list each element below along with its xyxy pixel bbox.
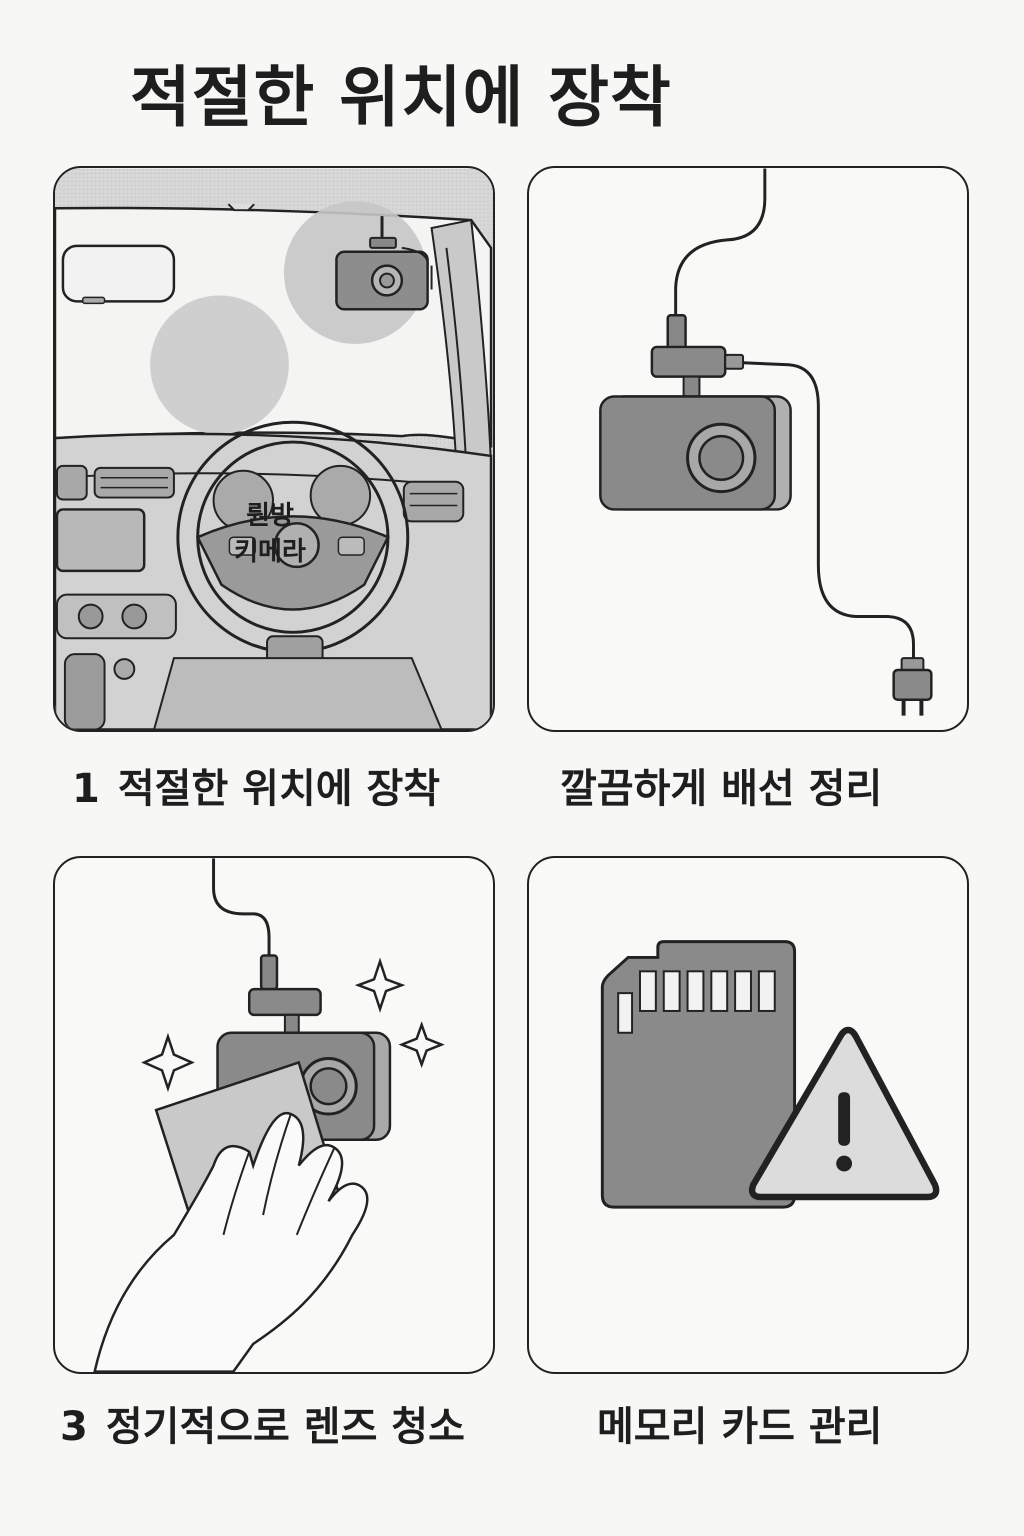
caption-mounting: 1 적절한 위치에 장착 bbox=[72, 764, 440, 814]
panel-lens-cleaning bbox=[53, 856, 495, 1374]
caption-lens-cleaning: 3 정기적으로 렌즈 청소 bbox=[60, 1402, 465, 1452]
caption-number: 3 bbox=[60, 1404, 88, 1450]
sparkle-icon bbox=[141, 957, 445, 1093]
wiring-illustration bbox=[599, 168, 933, 716]
caption-wiring: 깔끔하게 배선 정리 bbox=[560, 764, 882, 814]
bubble-label-line2: 키메라 bbox=[234, 537, 306, 567]
plug-icon bbox=[892, 657, 933, 716]
caption-text: 메모리 카드 관리 bbox=[597, 1404, 883, 1450]
panel-memory-card bbox=[527, 856, 969, 1374]
hand-icon bbox=[93, 1111, 369, 1372]
caption-memory-card: 메모리 카드 관리 bbox=[597, 1402, 882, 1452]
panel-mounting: 뤈방 키메라 bbox=[53, 166, 495, 732]
memory-card-illustration bbox=[600, 940, 940, 1209]
dashcam-icon bbox=[335, 216, 433, 311]
front-camera-bubble bbox=[150, 295, 289, 435]
caption-number: 1 bbox=[72, 766, 100, 812]
page-title: 적절한 위치에 장착 bbox=[130, 59, 672, 136]
caption-text: 깔끔하게 배선 정리 bbox=[560, 766, 883, 812]
sd-card-icon bbox=[600, 940, 797, 1209]
bubble-label-line1: 뤈방 bbox=[246, 501, 294, 531]
dashcam-icon bbox=[599, 345, 792, 511]
car-interior-illustration bbox=[55, 168, 493, 730]
warning-icon bbox=[748, 1026, 940, 1201]
caption-text: 정기적으로 렌즈 청소 bbox=[105, 1404, 465, 1450]
lens-cleaning-illustration bbox=[93, 858, 445, 1372]
panel-wiring bbox=[527, 166, 969, 732]
caption-text: 적절한 위치에 장착 bbox=[117, 766, 441, 812]
